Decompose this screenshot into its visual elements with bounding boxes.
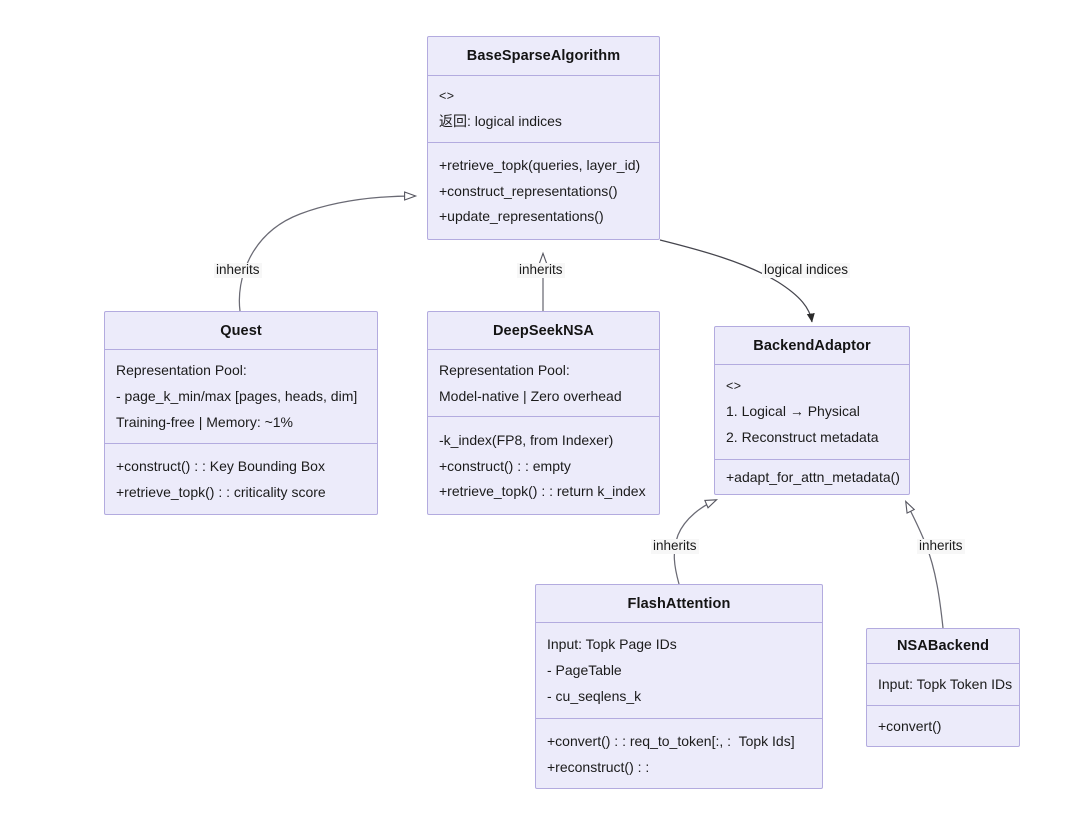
class-attributes-nsa-backend: Input: Topk Token IDs — [867, 663, 1019, 705]
method-line: +retrieve_topk() : : return k_index — [439, 483, 646, 500]
class-box-base-sparse-algorithm[interactable]: BaseSparseAlgorithm <> 返回: logical indic… — [427, 36, 660, 240]
class-title-flash-attention: FlashAttention — [627, 595, 731, 612]
attribute-line: Model-native | Zero overhead — [439, 387, 622, 404]
attribute-line: <> — [726, 378, 742, 393]
attribute-line: Representation Pool: — [439, 361, 570, 378]
method-line: +adapt_for_attn_metadata() — [726, 469, 900, 486]
class-box-nsa-backend[interactable]: NSABackend Input: Topk Token IDs +conver… — [866, 628, 1020, 747]
edge-quest-inherits — [238, 191, 418, 312]
edge-label-logical-indices: logical indices — [762, 262, 851, 278]
method-line: +retrieve_topk(queries, layer_id) — [439, 156, 641, 173]
attribute-line: 返回: logical indices — [439, 112, 562, 129]
class-box-flash-attention[interactable]: FlashAttention Input: Topk Page IDs - Pa… — [535, 584, 823, 789]
attribute-line: Representation Pool: — [116, 362, 247, 379]
attribute-line: Training-free | Memory: ~1% — [116, 413, 294, 430]
edge-label-nsa-inherits: inherits — [517, 262, 565, 278]
class-title-nsa-backend: NSABackend — [896, 638, 990, 654]
class-methods-base-sparse-algorithm: +retrieve_topk(queries, layer_id) +const… — [428, 142, 659, 239]
class-attributes-base-sparse-algorithm: <> 返回: logical indices — [428, 75, 659, 142]
attribute-line: <> — [439, 88, 455, 103]
class-attributes-quest: Representation Pool: - page_k_min/max [p… — [105, 349, 377, 443]
method-line: +convert() — [878, 718, 942, 735]
attribute-line: Input: Topk Page IDs — [547, 636, 677, 653]
class-title-base-sparse-algorithm: BaseSparseAlgorithm — [466, 48, 621, 64]
class-attributes-backend-adaptor: <> 1. Logical → Physical 2. Reconstruct … — [715, 364, 909, 459]
method-line: +construct_representations() — [439, 182, 618, 199]
class-methods-flash-attention: +convert() : : req_to_token[:, : Topk Id… — [536, 718, 822, 789]
attribute-line: 2. Reconstruct metadata — [726, 428, 879, 445]
method-line: -k_index(FP8, from Indexer) — [439, 431, 614, 448]
class-box-quest[interactable]: Quest Representation Pool: - page_k_min/… — [104, 311, 378, 515]
method-line: +convert() : : req_to_token[:, : Topk Id… — [547, 732, 795, 749]
class-methods-quest: +construct() : : Key Bounding Box +retri… — [105, 443, 377, 515]
class-attributes-deepseek-nsa: Representation Pool: Model-native | Zero… — [428, 349, 659, 416]
edge-label-nsaback-inherits: inherits — [917, 538, 965, 554]
method-line: +construct() : : empty — [439, 457, 571, 474]
method-line: +construct() : : Key Bounding Box — [116, 458, 325, 475]
edge-label-quest-inherits: inherits — [214, 262, 262, 278]
attribute-line: 1. Logical → Physical — [726, 402, 860, 419]
class-title-quest: Quest — [220, 322, 262, 339]
class-attributes-flash-attention: Input: Topk Page IDs - PageTable - cu_se… — [536, 622, 822, 718]
method-line: +update_representations() — [439, 208, 604, 225]
edge-logical-indices — [659, 239, 815, 323]
class-methods-nsa-backend: +convert() — [867, 705, 1019, 747]
class-title-backend-adaptor: BackendAdaptor — [753, 337, 871, 354]
class-methods-backend-adaptor: +adapt_for_attn_metadata() — [715, 459, 909, 495]
class-title-deepseek-nsa: DeepSeekNSA — [492, 322, 595, 339]
attribute-line: - PageTable — [547, 662, 622, 679]
class-box-deepseek-nsa[interactable]: DeepSeekNSA Representation Pool: Model-n… — [427, 311, 660, 515]
edge-label-flash-inherits: inherits — [651, 538, 699, 554]
class-box-backend-adaptor[interactable]: BackendAdaptor <> 1. Logical → Physical … — [714, 326, 910, 495]
method-line: +reconstruct() : : — [547, 758, 650, 775]
method-line: +retrieve_topk() : : criticality score — [116, 484, 326, 500]
edge-nsaback-inherits — [905, 500, 944, 629]
attribute-line: Input: Topk Token IDs — [878, 676, 1013, 693]
attribute-line: - cu_seqlens_k — [547, 687, 642, 704]
class-methods-deepseek-nsa: -k_index(FP8, from Indexer) +construct()… — [428, 416, 659, 515]
attribute-line: - page_k_min/max [pages, heads, dim] — [116, 388, 358, 405]
